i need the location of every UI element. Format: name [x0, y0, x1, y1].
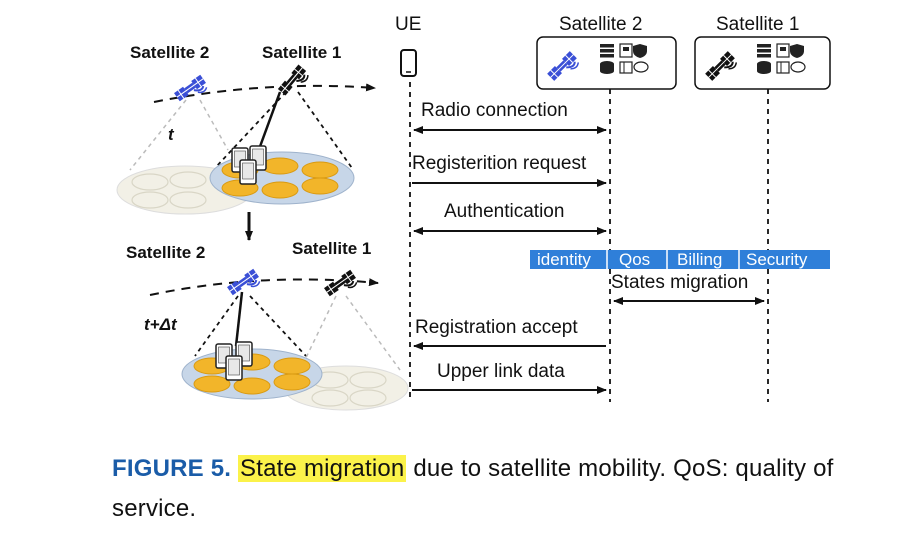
top-time-label: t: [168, 125, 175, 144]
top-orbit-arrow: [153, 83, 376, 103]
top-satellite-2-icon: [173, 73, 211, 108]
top-sat2-label: Satellite 2: [130, 43, 209, 62]
message-upper-link-data: Upper link data: [412, 361, 607, 394]
ue-phone-icon: [400, 49, 417, 77]
lane-label-satellite-1: Satellite 1: [716, 14, 799, 35]
bottom-sat1-beam-right: [345, 295, 401, 371]
lane-label-satellite-2: Satellite 2: [559, 14, 642, 35]
left-panel-bottom: Satellite 2 Satellite 1 t+Δt: [126, 239, 409, 411]
state-qos: Qos: [619, 250, 650, 269]
state-chips: identity Qos Billing Security: [530, 250, 830, 269]
top-sat1-label: Satellite 1: [262, 43, 341, 62]
top-satellite-1-icon: [276, 63, 312, 101]
state-security: Security: [746, 250, 808, 269]
left-panel-top: Satellite 2 Satellite 1 t: [116, 43, 376, 215]
bottom-sat1-label: Satellite 1: [292, 239, 371, 258]
top-active-link: [256, 91, 282, 153]
message-states-migration: States migration: [611, 272, 765, 305]
message-label: States migration: [611, 272, 748, 293]
caption-highlight: State migration: [238, 455, 407, 482]
message-registration-accept: Registration accept: [413, 317, 606, 350]
message-label: Registerition request: [412, 153, 587, 174]
bottom-sat2-beam-right: [249, 295, 307, 357]
message-registration-request: Registerition request: [412, 153, 607, 187]
bottom-time-label: t+Δt: [144, 315, 178, 334]
state-identity: identity: [537, 250, 591, 269]
lane-label-ue: UE: [395, 14, 421, 35]
message-authentication: Authentication: [413, 201, 607, 235]
message-label: Upper link data: [437, 361, 565, 382]
bottom-sat2-label: Satellite 2: [126, 243, 205, 262]
bottom-active-link: [234, 291, 244, 347]
bottom-satellite-2-icon: [226, 267, 264, 302]
figure-label: FIGURE 5.: [112, 455, 232, 482]
state-bar: [530, 250, 830, 269]
figure-caption: FIGURE 5. State migration due to satelli…: [112, 449, 852, 529]
top-sat2-beam-right: [199, 99, 229, 151]
message-radio-connection: Radio connection: [413, 100, 607, 134]
state-billing: Billing: [677, 250, 722, 269]
bottom-satellite-1-icon: [323, 268, 361, 303]
message-label: Radio connection: [421, 100, 568, 121]
caption-text: due to satellite mobility. QoS: quality …: [112, 455, 834, 522]
bottom-sat1-beam-left: [299, 295, 337, 371]
message-label: Registration accept: [415, 317, 578, 338]
top-sat2-beam-left: [129, 99, 187, 171]
message-label: Authentication: [444, 201, 564, 222]
sequence-diagram: UE Satellite 2 Satellite 1 Radio connect…: [395, 14, 831, 402]
